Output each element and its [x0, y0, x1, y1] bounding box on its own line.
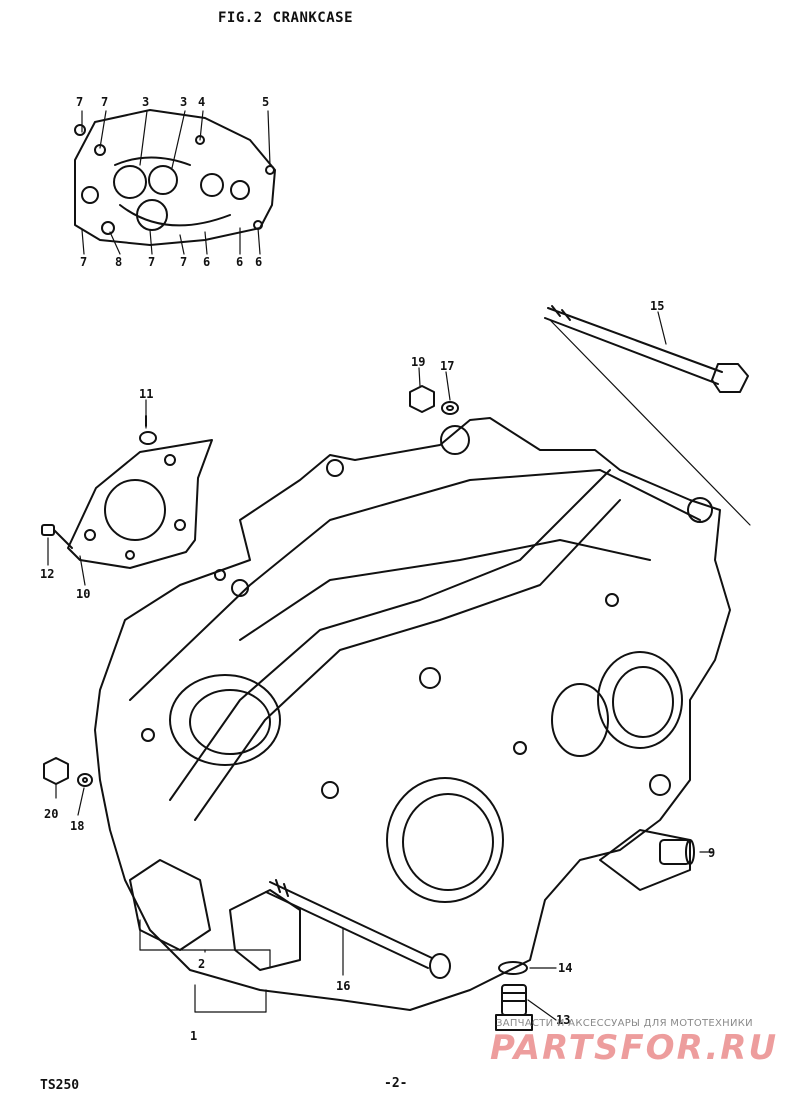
- figure-name: CRANKCASE: [272, 10, 354, 26]
- label-19: 19: [411, 355, 425, 369]
- dowel-pin-9: [659, 839, 695, 865]
- label-17: 17: [440, 359, 454, 373]
- nut-19: [409, 385, 435, 413]
- part-number-labels: 7 7 3 3 4 5 7 8 7 7 6 6 6 11 12 10 19 17…: [40, 95, 715, 1043]
- label-18: 18: [70, 819, 84, 833]
- label-6c: 6: [255, 255, 262, 269]
- label-7c: 7: [80, 255, 87, 269]
- washer-18: [77, 773, 93, 787]
- page-number: -2-: [384, 1076, 408, 1091]
- label-4: 4: [198, 95, 205, 109]
- model-code: TS250: [40, 1078, 80, 1093]
- label-14: 14: [558, 961, 572, 975]
- stud-bolt-16: [265, 879, 451, 979]
- label-1: 1: [190, 1029, 197, 1043]
- label-6a: 6: [203, 255, 210, 269]
- watermark-logo: PARTSFOR.RU: [490, 1028, 779, 1068]
- leader-lines: [47, 110, 751, 1021]
- cover-gasket-10: [67, 439, 213, 569]
- label-10: 10: [76, 587, 90, 601]
- drain-plug-13: [495, 984, 533, 1031]
- label-8: 8: [115, 255, 122, 269]
- washer-17: [441, 401, 459, 415]
- screw-11: [139, 415, 157, 445]
- crankcase-body: [94, 417, 731, 1011]
- label-7a: 7: [76, 95, 83, 109]
- label-11: 11: [139, 387, 153, 401]
- label-15: 15: [650, 299, 664, 313]
- label-9: 9: [708, 846, 715, 860]
- nut-20: [43, 757, 69, 785]
- label-3b: 3: [180, 95, 187, 109]
- label-12: 12: [40, 567, 54, 581]
- bolt-12: [41, 524, 73, 549]
- label-16: 16: [336, 979, 350, 993]
- figure-number: FIG.2: [218, 10, 263, 26]
- label-13: 13: [556, 1013, 570, 1027]
- gasket-14: [498, 961, 528, 975]
- label-7e: 7: [180, 255, 187, 269]
- figure-title: FIG.2 CRANKCASE: [218, 10, 363, 26]
- bolt-15: [544, 305, 749, 393]
- label-2: 2: [198, 957, 205, 971]
- label-20: 20: [44, 807, 58, 821]
- label-7d: 7: [148, 255, 155, 269]
- inset-crankcase-face: [74, 109, 276, 246]
- watermark-tagline: ЗАПЧАСТИ И АКСЕССУАРЫ ДЛЯ МОТОТЕХНИКИ: [496, 1018, 753, 1029]
- label-3a: 3: [142, 95, 149, 109]
- label-7b: 7: [101, 95, 108, 109]
- label-5: 5: [262, 95, 269, 109]
- label-6b: 6: [236, 255, 243, 269]
